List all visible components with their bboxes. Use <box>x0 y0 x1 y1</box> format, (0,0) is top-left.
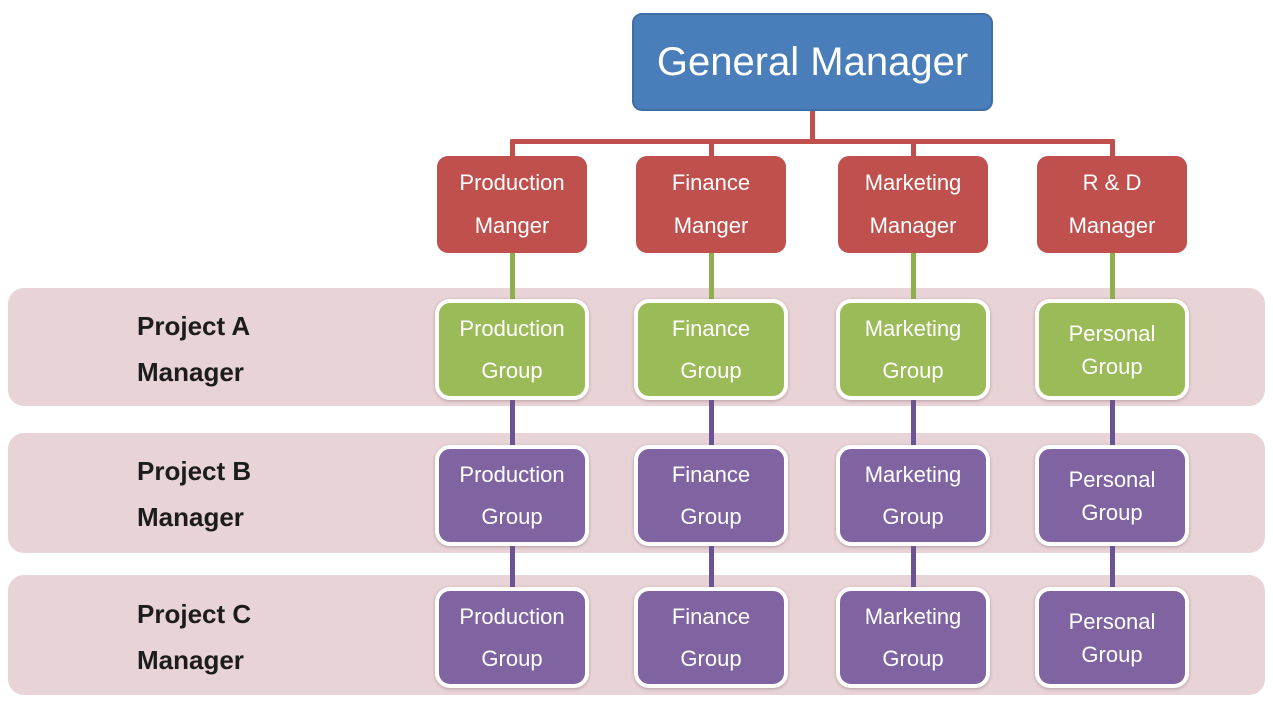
group-line1: Production <box>459 461 565 487</box>
marketing-manager-line1: Marketing <box>864 169 962 195</box>
connector-drop-finance <box>709 139 714 158</box>
general-manager-box: General Manager <box>632 13 993 111</box>
connector-purple-bc-col2 <box>709 540 714 590</box>
group-line1: Personal <box>1068 466 1156 492</box>
connector-green-col1 <box>510 251 515 303</box>
group-line1: Marketing <box>864 315 962 341</box>
group-line1: Personal <box>1068 320 1156 346</box>
group-line2: Group <box>1081 641 1143 667</box>
project-b-marketing-group-box: Marketing Group <box>836 445 990 546</box>
group-line2: Group <box>1081 499 1143 525</box>
finance-manger-line1: Finance <box>671 169 751 195</box>
project-b-finance-group-box: Finance Group <box>634 445 788 546</box>
project-a-production-group-box: Production Group <box>435 299 589 400</box>
group-line2: Group <box>680 645 742 671</box>
production-manger-line1: Production <box>459 169 565 195</box>
connector-manager-rail <box>510 139 1115 144</box>
group-line2: Group <box>481 357 543 383</box>
finance-manger-line2: Manger <box>673 212 749 238</box>
group-line2: Group <box>680 503 742 529</box>
finance-manger-box: Finance Manger <box>636 156 786 253</box>
group-line1: Production <box>459 603 565 629</box>
project-a-finance-group-box: Finance Group <box>634 299 788 400</box>
group-line1: Finance <box>671 461 751 487</box>
project-c-personal-group-box: Personal Group <box>1035 587 1189 688</box>
project-c-label-line2: Manager <box>137 645 244 675</box>
rd-manager-box: R & D Manager <box>1037 156 1187 253</box>
connector-green-col2 <box>709 251 714 303</box>
connector-purple-ab-col1 <box>510 397 515 449</box>
connector-purple-bc-col3 <box>911 540 916 590</box>
group-line2: Group <box>882 357 944 383</box>
project-b-personal-group-box: Personal Group <box>1035 445 1189 546</box>
group-line2: Group <box>882 503 944 529</box>
project-b-manager-label: Project B Manager <box>137 448 251 540</box>
group-line2: Group <box>1081 353 1143 379</box>
connector-purple-ab-col2 <box>709 397 714 449</box>
production-manger-line2: Manger <box>474 212 550 238</box>
project-b-label-line1: Project B <box>137 456 252 486</box>
marketing-manager-box: Marketing Manager <box>838 156 988 253</box>
connector-purple-ab-col3 <box>911 397 916 449</box>
rd-manager-line1: R & D <box>1082 169 1142 195</box>
connector-drop-rd <box>1110 139 1115 158</box>
rd-manager-line2: Manager <box>1068 212 1156 238</box>
connector-root-drop <box>810 110 815 142</box>
project-a-manager-label: Project A Manager <box>137 303 250 395</box>
group-line1: Finance <box>671 315 751 341</box>
group-line1: Finance <box>671 603 751 629</box>
group-line2: Group <box>481 645 543 671</box>
marketing-manager-line2: Manager <box>869 212 957 238</box>
connector-drop-marketing <box>911 139 916 158</box>
connector-purple-bc-col1 <box>510 540 515 590</box>
group-line1: Production <box>459 315 565 341</box>
connector-green-col4 <box>1110 251 1115 303</box>
project-b-production-group-box: Production Group <box>435 445 589 546</box>
project-a-marketing-group-box: Marketing Group <box>836 299 990 400</box>
connector-drop-production <box>510 139 515 158</box>
project-c-marketing-group-box: Marketing Group <box>836 587 990 688</box>
group-line2: Group <box>481 503 543 529</box>
group-line2: Group <box>680 357 742 383</box>
connector-purple-bc-col4 <box>1110 540 1115 590</box>
connector-green-col3 <box>911 251 916 303</box>
project-c-manager-label: Project C Manager <box>137 591 251 683</box>
group-line1: Marketing <box>864 461 962 487</box>
project-b-label-line2: Manager <box>137 502 244 532</box>
project-a-label-line1: Project A <box>137 311 251 341</box>
project-a-label-line2: Manager <box>137 357 244 387</box>
group-line1: Marketing <box>864 603 962 629</box>
production-manger-box: Production Manger <box>437 156 587 253</box>
connector-purple-ab-col4 <box>1110 397 1115 449</box>
project-a-personal-group-box: Personal Group <box>1035 299 1189 400</box>
project-c-label-line1: Project C <box>137 599 252 629</box>
group-line2: Group <box>882 645 944 671</box>
group-line1: Personal <box>1068 608 1156 634</box>
project-c-production-group-box: Production Group <box>435 587 589 688</box>
project-c-finance-group-box: Finance Group <box>634 587 788 688</box>
general-manager-label: General Manager <box>656 40 969 84</box>
